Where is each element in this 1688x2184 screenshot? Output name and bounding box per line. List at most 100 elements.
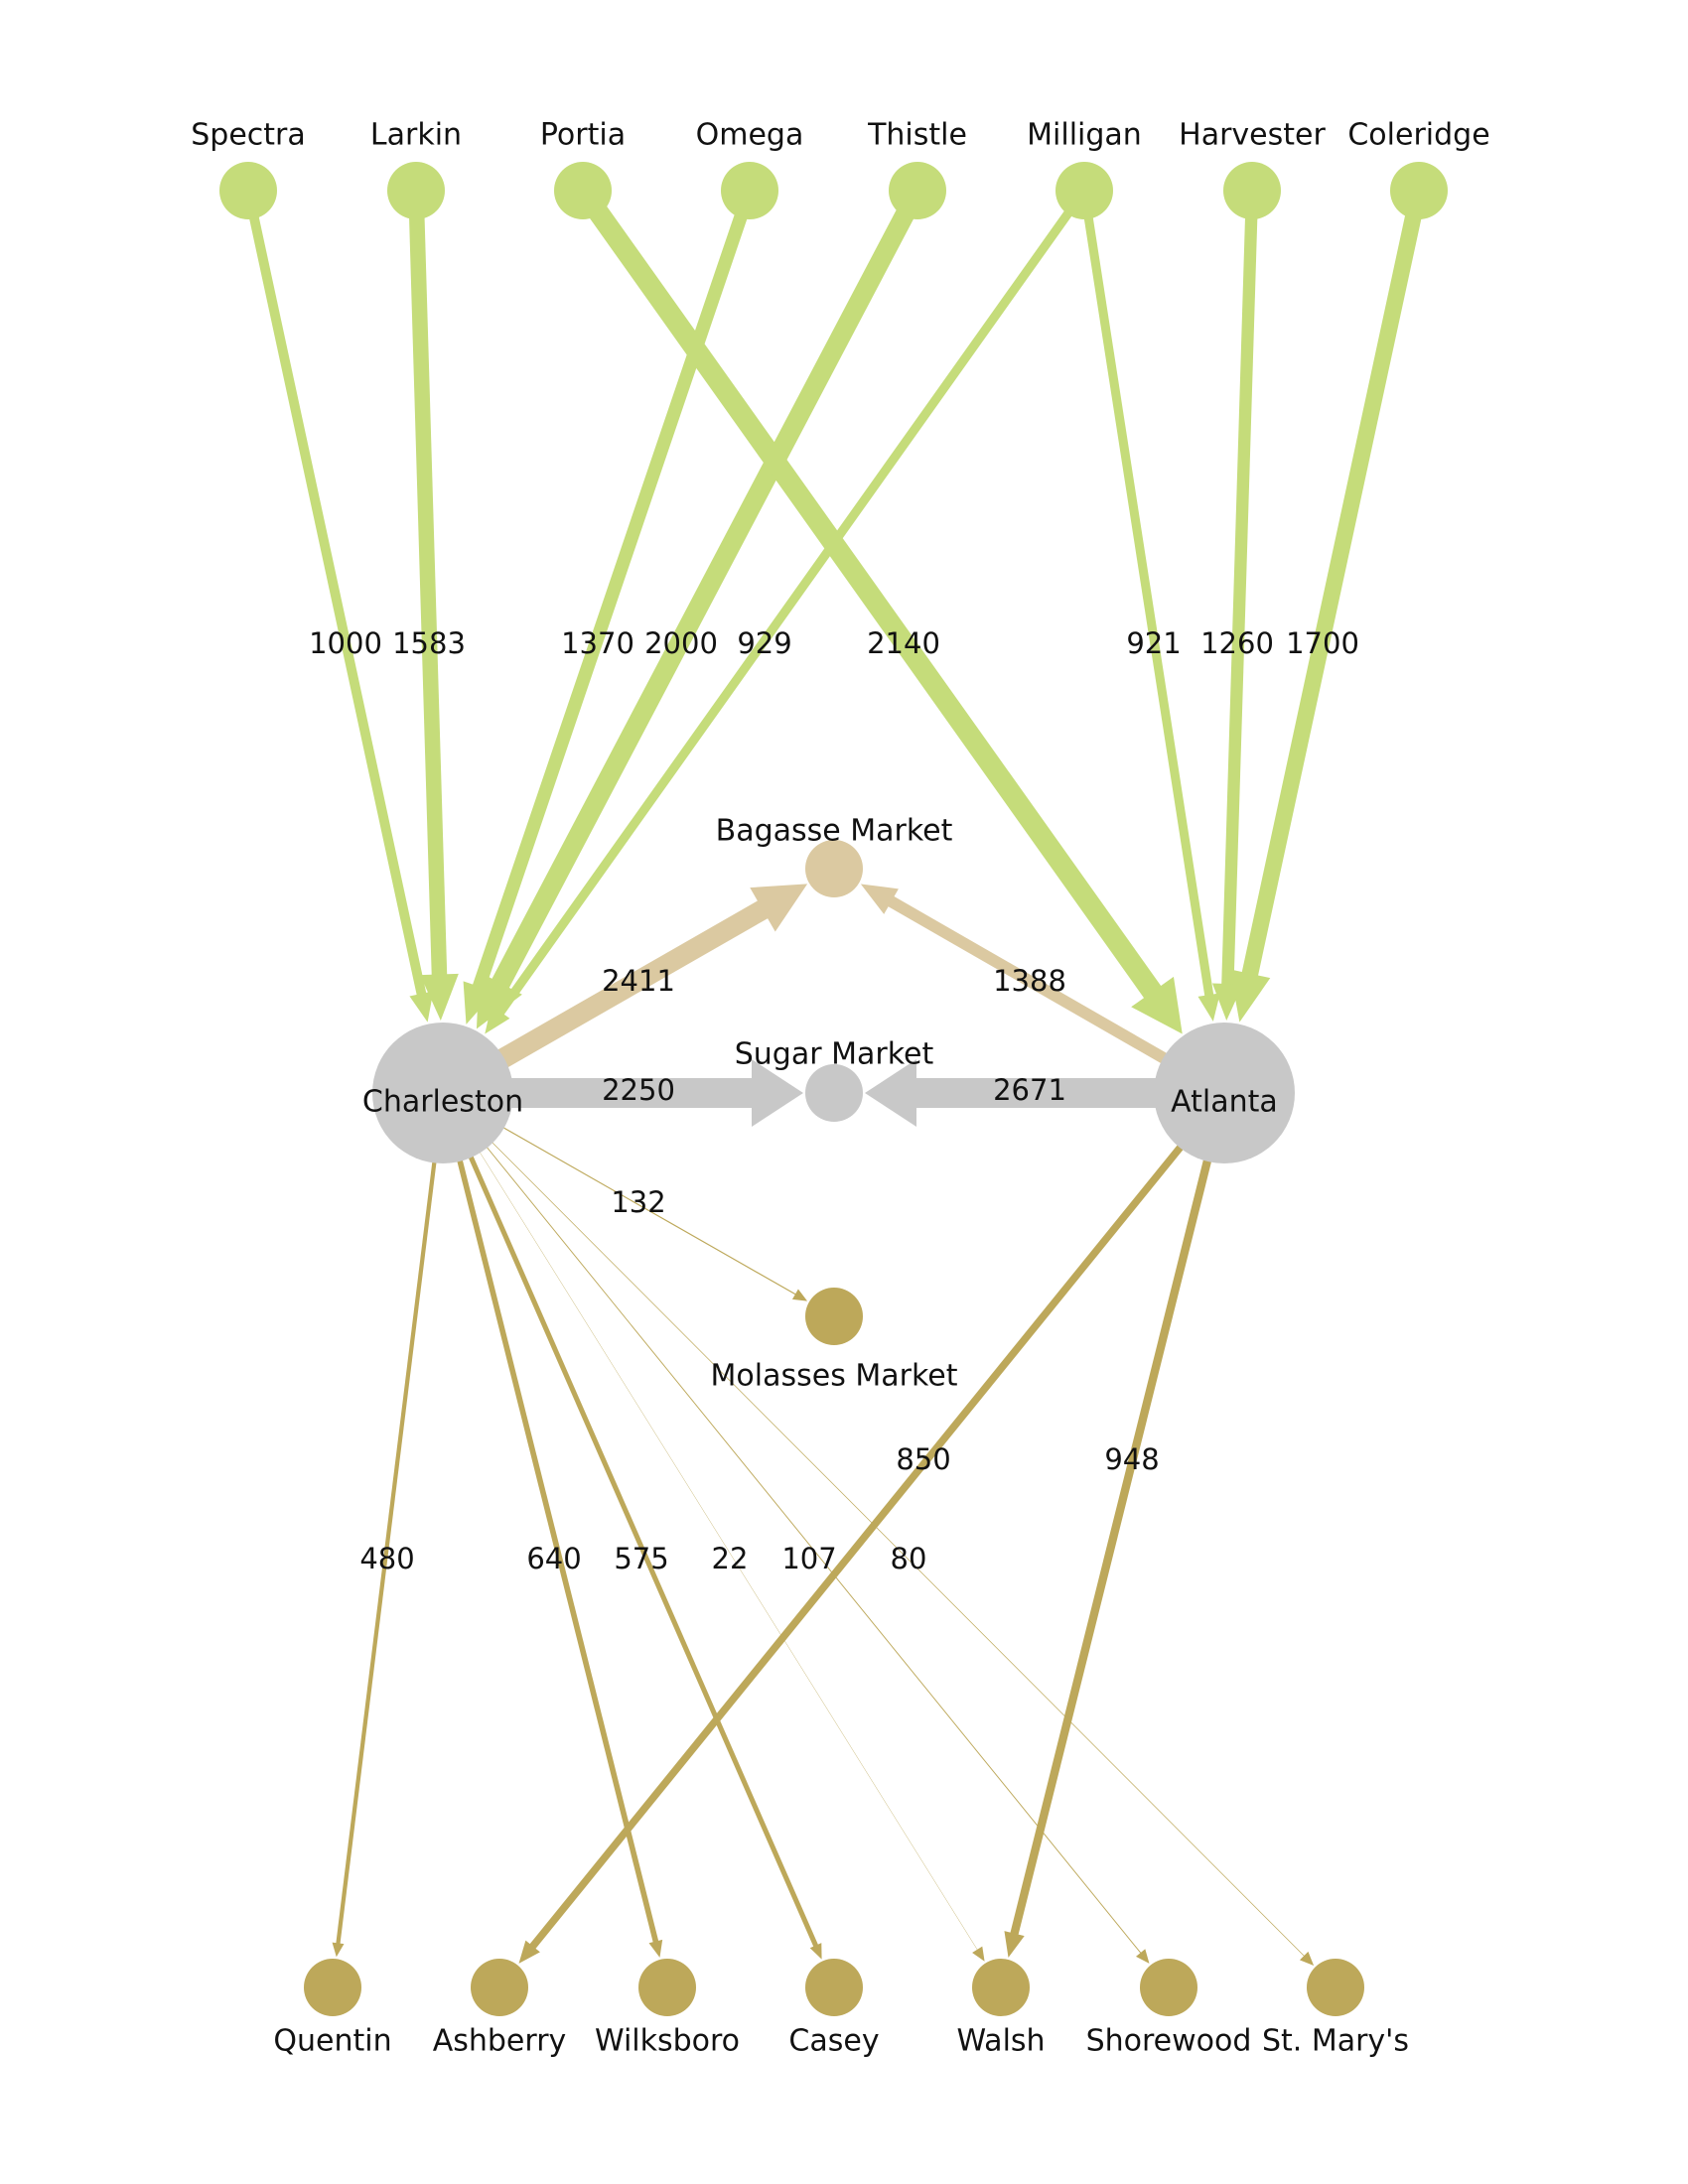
edge-arrowhead-charleston-sugar	[752, 1059, 803, 1127]
edge-atlanta-walsh	[1010, 1133, 1218, 1937]
node-label-layer: Spectra Larkin Portia Omega Thistle Milligan H…	[191, 118, 1489, 2059]
node-molasses[interactable]	[805, 1288, 863, 1345]
node-portia[interactable]	[554, 162, 612, 219]
node-bagasse[interactable]	[805, 840, 863, 897]
node-harvester[interactable]	[1223, 162, 1281, 219]
node-quentin[interactable]	[304, 1959, 361, 2016]
edge-charleston-shorewood	[469, 1125, 1143, 1955]
edge-label-charleston-molasses: 132	[611, 1185, 665, 1219]
edge-coleridge-atlanta	[1241, 205, 1424, 978]
edge-arrowhead-charleston-quentin	[332, 1942, 345, 1958]
node-label-walsh: Walsh	[956, 2024, 1045, 2059]
node-label-harvester: Harvester	[1179, 118, 1326, 153]
node-walsh[interactable]	[972, 1959, 1030, 2016]
node-charleston[interactable]	[372, 1023, 513, 1163]
edge-label-atlanta-walsh: 948	[1104, 1442, 1159, 1476]
node-label-atlanta: Atlanta	[1171, 1085, 1278, 1120]
node-milligan[interactable]	[1055, 162, 1113, 219]
node-label-portia: Portia	[540, 118, 626, 153]
edge-harvester-atlanta	[1221, 207, 1258, 987]
edge-arrowhead-milligan-atlanta	[1197, 993, 1220, 1022]
node-atlanta[interactable]	[1154, 1023, 1295, 1163]
edge-arrowhead-atlanta-sugar	[865, 1059, 916, 1127]
edge-arrowhead-portia-atlanta	[1131, 976, 1183, 1034]
edge-label-harvester-atlanta: 1260	[1200, 626, 1274, 660]
edge-arrowhead-charleston-walsh	[972, 1946, 985, 1962]
edge-arrowhead-charleston-wilksboro	[648, 1939, 663, 1958]
edge-larkin-charleston	[408, 207, 448, 977]
edge-label-charleston-casey: 575	[614, 1542, 668, 1575]
edge-arrowhead-milligan-charleston	[485, 1005, 510, 1034]
node-label-larkin: Larkin	[370, 118, 462, 153]
edge-label-portia-atlanta: 2140	[867, 626, 940, 660]
node-label-spectra: Spectra	[191, 118, 306, 153]
edge-charleston-casey	[457, 1131, 819, 1949]
edge-arrowhead-charleston-bagasse	[750, 884, 808, 932]
node-casey[interactable]	[805, 1959, 863, 2016]
edge-label-charleston-walsh: 22	[712, 1542, 749, 1575]
edge-label-atlanta-bagasse: 1388	[993, 964, 1066, 998]
node-coleridge[interactable]	[1390, 162, 1448, 219]
edge-label-charleston-sugar: 2250	[602, 1073, 675, 1107]
edge-arrowhead-atlanta-walsh	[1004, 1931, 1025, 1958]
node-stmarys[interactable]	[1307, 1959, 1364, 2016]
edge-label-coleridge-atlanta: 1700	[1286, 626, 1359, 660]
edge-label-milligan-atlanta: 921	[1126, 626, 1181, 660]
edge-charleston-walsh	[465, 1129, 979, 1952]
edge-label-charleston-shorewood: 107	[781, 1542, 836, 1575]
node-label-thistle: Thistle	[867, 118, 967, 153]
edge-label-omega-charleston: 1370	[561, 626, 634, 660]
edge-atlanta-bagasse	[886, 894, 1192, 1077]
edge-charleston-bagasse	[474, 899, 770, 1081]
edge-arrowhead-spectra-charleston	[409, 991, 434, 1023]
edge-arrowhead-atlanta-bagasse	[860, 884, 899, 914]
edge-arrowhead-coleridge-atlanta	[1229, 969, 1271, 1023]
node-larkin[interactable]	[387, 162, 445, 219]
edge-atlanta-ashberry	[528, 1123, 1201, 1951]
edge-label-charleston-wilksboro: 640	[526, 1542, 581, 1575]
node-ashberry[interactable]	[471, 1959, 528, 2016]
edge-arrowhead-atlanta-ashberry	[518, 1940, 540, 1964]
node-shorewood[interactable]	[1140, 1959, 1197, 2016]
node-label-wilksboro: Wilksboro	[595, 2024, 740, 2059]
edge-label-charleston-bagasse: 2411	[602, 964, 675, 998]
edge-label-milligan-charleston: 929	[737, 626, 791, 660]
node-label-sugar: Sugar Market	[735, 1037, 934, 1072]
edge-portia-atlanta	[584, 199, 1163, 1000]
edge-layer	[246, 199, 1424, 1967]
node-label-omega: Omega	[696, 118, 804, 153]
node-label-coleridge: Coleridge	[1347, 118, 1489, 153]
edge-label-larkin-charleston: 1583	[392, 626, 466, 660]
edge-label-atlanta-ashberry: 850	[896, 1442, 950, 1476]
node-label-ashberry: Ashberry	[433, 2024, 567, 2059]
node-omega[interactable]	[721, 162, 778, 219]
edge-label-spectra-charleston: 1000	[309, 626, 382, 660]
edge-charleston-wilksboro	[450, 1133, 659, 1945]
edge-milligan-atlanta	[1082, 206, 1214, 998]
edge-spectra-charleston	[246, 205, 427, 997]
edge-milligan-charleston	[495, 202, 1078, 1017]
edge-label-charleston-quentin: 480	[359, 1542, 414, 1575]
node-label-casey: Casey	[788, 2024, 879, 2059]
node-label-milligan: Milligan	[1027, 118, 1142, 153]
node-label-stmarys: St. Mary's	[1262, 2024, 1409, 2059]
node-sugar[interactable]	[805, 1064, 863, 1122]
node-label-shorewood: Shorewood	[1086, 2024, 1252, 2059]
node-wilksboro[interactable]	[638, 1959, 696, 2016]
edge-arrowhead-charleston-shorewood	[1135, 1949, 1150, 1964]
edge-label-atlanta-sugar: 2671	[993, 1073, 1066, 1107]
edge-charleston-stmarys	[472, 1122, 1306, 1958]
node-label-quentin: Quentin	[273, 2024, 391, 2059]
edge-arrowhead-charleston-casey	[809, 1943, 822, 1960]
node-layer	[219, 162, 1448, 2016]
edge-arrowhead-thistle-charleston	[476, 971, 522, 1029]
edge-charleston-quentin	[336, 1135, 440, 1946]
node-label-charleston: Charleston	[362, 1085, 523, 1120]
edge-label-charleston-stmarys: 80	[891, 1542, 927, 1575]
node-label-molasses: Molasses Market	[711, 1359, 958, 1394]
node-thistle[interactable]	[889, 162, 946, 219]
node-spectra[interactable]	[219, 162, 277, 219]
edge-arrowhead-larkin-charleston	[420, 973, 459, 1022]
